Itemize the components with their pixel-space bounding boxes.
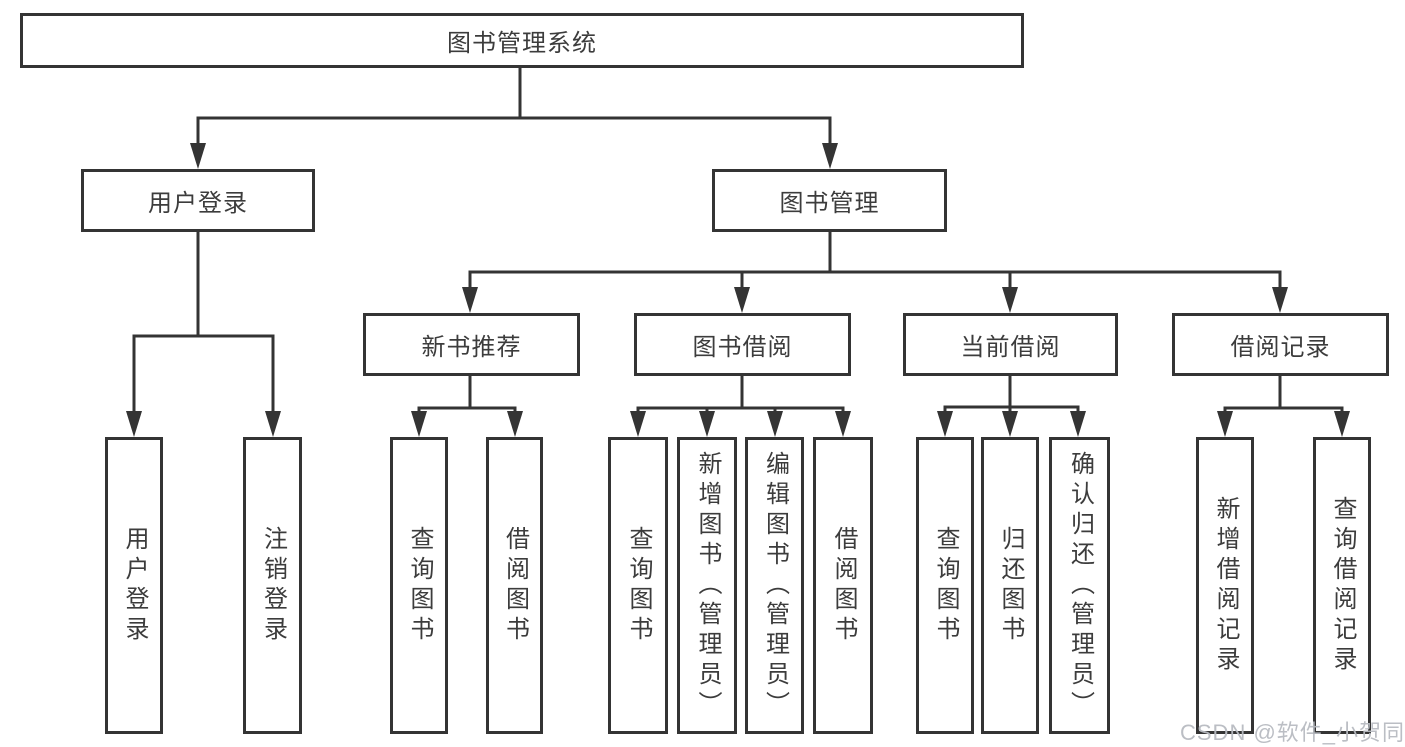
- node-label: 图书借阅: [692, 334, 793, 361]
- node-label: 查询图书: [625, 525, 652, 646]
- node-label: 查询图书: [932, 525, 959, 646]
- node-label: 借阅图书: [501, 525, 529, 646]
- leaf-return-books: 归还图书: [981, 437, 1039, 734]
- node-label: 查询图书: [406, 525, 433, 646]
- leaf-query-borrow-record: 查询借阅记录: [1313, 437, 1371, 734]
- node-label: 图书管理: [779, 190, 880, 217]
- node-book-management: 图书管理: [712, 169, 947, 232]
- node-new-book-recommend: 新书推荐: [363, 313, 580, 376]
- leaf-query-books-borrowing: 查询图书: [608, 437, 668, 734]
- node-label: 新增借阅记录: [1212, 495, 1239, 676]
- node-library-management-system: 图书管理系统: [20, 13, 1024, 68]
- node-label: 借阅记录: [1230, 334, 1331, 361]
- arrowhead-icons: [126, 143, 1350, 437]
- leaf-user-login: 用户登录: [105, 437, 163, 734]
- node-book-borrowing: 图书借阅: [634, 313, 851, 376]
- node-label: 编辑图书（管理员）: [761, 450, 789, 721]
- leaf-add-books-admin: 新增图书（管理员）: [677, 437, 737, 734]
- node-label: 注销登录: [259, 525, 287, 646]
- node-label: 查询借阅记录: [1329, 495, 1356, 676]
- node-borrow-records: 借阅记录: [1172, 313, 1389, 376]
- node-label: 新书推荐: [421, 334, 522, 361]
- leaf-add-borrow-record: 新增借阅记录: [1196, 437, 1254, 734]
- leaf-logout: 注销登录: [243, 437, 302, 734]
- node-user-login: 用户登录: [81, 169, 315, 232]
- node-label: 归还图书: [997, 525, 1024, 646]
- csdn-watermark: CSDN @软件_小贺同学: [1180, 720, 1405, 745]
- node-current-borrowing: 当前借阅: [903, 313, 1118, 376]
- leaf-borrow-books-recommend: 借阅图书: [486, 437, 543, 734]
- leaf-confirm-return-admin: 确认归还（管理员）: [1049, 437, 1110, 734]
- node-label: 用户登录: [121, 525, 148, 646]
- leaf-borrow-books: 借阅图书: [813, 437, 873, 734]
- node-label: 当前借阅: [960, 334, 1061, 361]
- node-label: 新增图书（管理员）: [694, 450, 721, 721]
- leaf-query-books-recommend: 查询图书: [390, 437, 448, 734]
- node-label: 图书管理系统: [447, 30, 597, 57]
- node-label: 确认归还（管理员）: [1066, 450, 1094, 721]
- leaf-edit-books-admin: 编辑图书（管理员）: [745, 437, 804, 734]
- node-label: 借阅图书: [830, 525, 857, 646]
- node-label: 用户登录: [148, 190, 248, 217]
- leaf-query-books-current: 查询图书: [916, 437, 974, 734]
